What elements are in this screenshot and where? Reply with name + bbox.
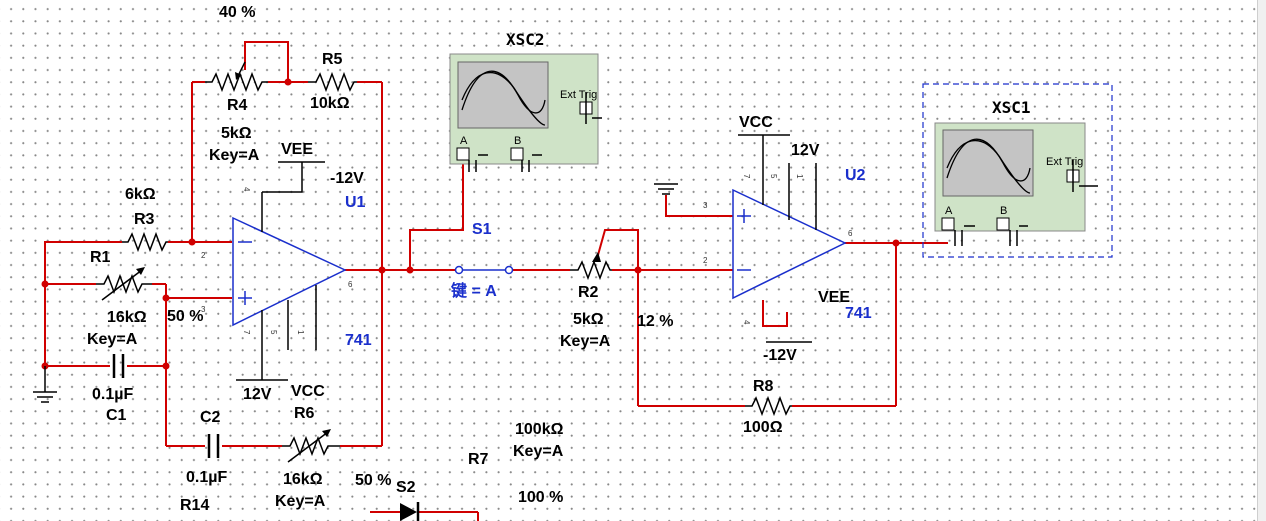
- r8-value-label: 100Ω: [743, 419, 783, 436]
- xsc1-channel-b: B: [1000, 205, 1007, 217]
- r4-value-label: 5kΩ: [221, 125, 252, 142]
- c1-value-label: 0.1µF: [92, 386, 133, 403]
- r4-key-label: Key=A: [209, 147, 260, 164]
- c1-name-label: C1: [106, 407, 127, 424]
- s1-key-label: 键 = A: [450, 281, 497, 300]
- xsc2-oscilloscope[interactable]: [449, 53, 602, 172]
- r5-name-label: R5: [322, 51, 343, 68]
- u2-neg12v-label: -12V: [763, 347, 797, 364]
- svg-text:5: 5: [269, 330, 278, 335]
- xsc2-channel-a: A: [460, 135, 468, 147]
- xsc1-ext-trig: Ext Trig: [1046, 156, 1083, 168]
- r8-resistor[interactable]: [745, 395, 792, 417]
- u1-vee-label: VEE: [281, 141, 313, 158]
- u2-name-label: U2: [845, 167, 866, 184]
- r1-name-label: R1: [90, 249, 111, 266]
- u2-model-label: 741: [845, 305, 872, 322]
- r2-value-label: 5kΩ: [573, 311, 604, 328]
- s2-name-label: S2: [396, 479, 416, 496]
- c1-capacitor[interactable]: [112, 354, 125, 378]
- r6-key-label: Key=A: [275, 493, 326, 510]
- svg-text:6: 6: [848, 229, 853, 238]
- r5-resistor[interactable]: [308, 71, 357, 93]
- ground-symbol-u2: [654, 183, 678, 195]
- r6-value-label: 16kΩ: [283, 471, 323, 488]
- r2-percent-label: 12 %: [637, 313, 673, 330]
- svg-text:7: 7: [742, 174, 751, 179]
- svg-text:4: 4: [242, 187, 251, 192]
- s1-name-label: S1: [472, 221, 492, 238]
- u2-pos12v-label: 12V: [791, 142, 820, 159]
- xsc2-channel-b: B: [514, 135, 521, 147]
- c2-value-label: 0.1µF: [186, 469, 227, 486]
- r6-name-label: R6: [294, 405, 315, 422]
- wires: [44, 41, 948, 521]
- xsc1-selection-box: [922, 83, 1113, 258]
- svg-text:2: 2: [201, 251, 206, 260]
- vertical-scrollbar[interactable]: [1257, 0, 1266, 521]
- r3-name-label: R3: [134, 211, 155, 228]
- xsc2-title: XSC2: [506, 30, 545, 49]
- svg-text:5: 5: [769, 174, 778, 179]
- labels: 40 % R5 10kΩ R4 5kΩ Key=A VEE -12V U1 6k…: [87, 4, 872, 514]
- xsc1-title: XSC1: [992, 98, 1031, 117]
- r2-key-label: Key=A: [560, 333, 611, 350]
- c2-name-label: C2: [200, 409, 221, 426]
- r1-percent-label: 50 %: [167, 308, 203, 325]
- r1-variable-resistor[interactable]: [96, 267, 152, 301]
- r7-value-label: 100kΩ: [515, 421, 564, 438]
- u1-pos12v-label: 12V: [243, 386, 272, 403]
- svg-text:1: 1: [296, 330, 305, 335]
- junction-dots: [41, 78, 900, 370]
- s1-switch[interactable]: [454, 265, 514, 275]
- r4-name-label: R4: [227, 97, 248, 114]
- svg-text:4: 4: [742, 320, 751, 325]
- svg-text:1: 1: [795, 174, 804, 179]
- u1-name-label: U1: [345, 194, 366, 211]
- svg-text:2: 2: [703, 256, 708, 265]
- r5-value-label: 10kΩ: [310, 95, 350, 112]
- r1-value-label: 16kΩ: [107, 309, 147, 326]
- r8-name-label: R8: [753, 378, 774, 395]
- u2-vee-label: VEE: [818, 289, 850, 306]
- pin-numbers: 2 3 4 6 7 5 1 3 2 7 5 1 6 4: [201, 174, 853, 335]
- c2-capacitor[interactable]: [207, 434, 220, 458]
- u1-vcc-label: VCC: [291, 383, 325, 400]
- svg-text:3: 3: [703, 201, 708, 210]
- r1-key-label: Key=A: [87, 331, 138, 348]
- r3-resistor[interactable]: [122, 231, 168, 253]
- u1-opamp[interactable]: [232, 162, 347, 381]
- r4-percent-label: 40 %: [219, 4, 255, 21]
- r6-variable-resistor[interactable]: [282, 429, 340, 463]
- svg-text:3: 3: [201, 305, 206, 314]
- r7-percent-label: 100 %: [518, 489, 563, 506]
- r2-potentiometer[interactable]: [570, 252, 612, 281]
- r3-value-label: 6kΩ: [125, 186, 156, 203]
- u2-opamp[interactable]: [732, 134, 847, 300]
- xsc1-channel-a: A: [945, 205, 953, 217]
- u1-model-label: 741: [345, 332, 372, 349]
- scope-labels: XSC2 Ext Trig A B XSC1 Ext Trig A B: [460, 30, 1083, 217]
- xsc2-ext-trig: Ext Trig: [560, 89, 597, 101]
- r7-name-label: R7: [468, 451, 489, 468]
- r14-name-label: R14: [180, 497, 209, 514]
- u1-neg12v-label: -12V: [330, 170, 364, 187]
- r2-name-label: R2: [578, 284, 599, 301]
- r7-key-label: Key=A: [513, 443, 564, 460]
- r6-percent-label: 50 %: [355, 472, 391, 489]
- svg-text:7: 7: [242, 330, 251, 335]
- svg-text:6: 6: [348, 280, 353, 289]
- s2-diode[interactable]: [400, 502, 420, 521]
- r4-potentiometer[interactable]: [205, 61, 268, 93]
- u2-vcc-label: VCC: [739, 114, 773, 131]
- ground-symbol-left: [33, 366, 57, 403]
- xsc1-oscilloscope[interactable]: [934, 122, 1098, 246]
